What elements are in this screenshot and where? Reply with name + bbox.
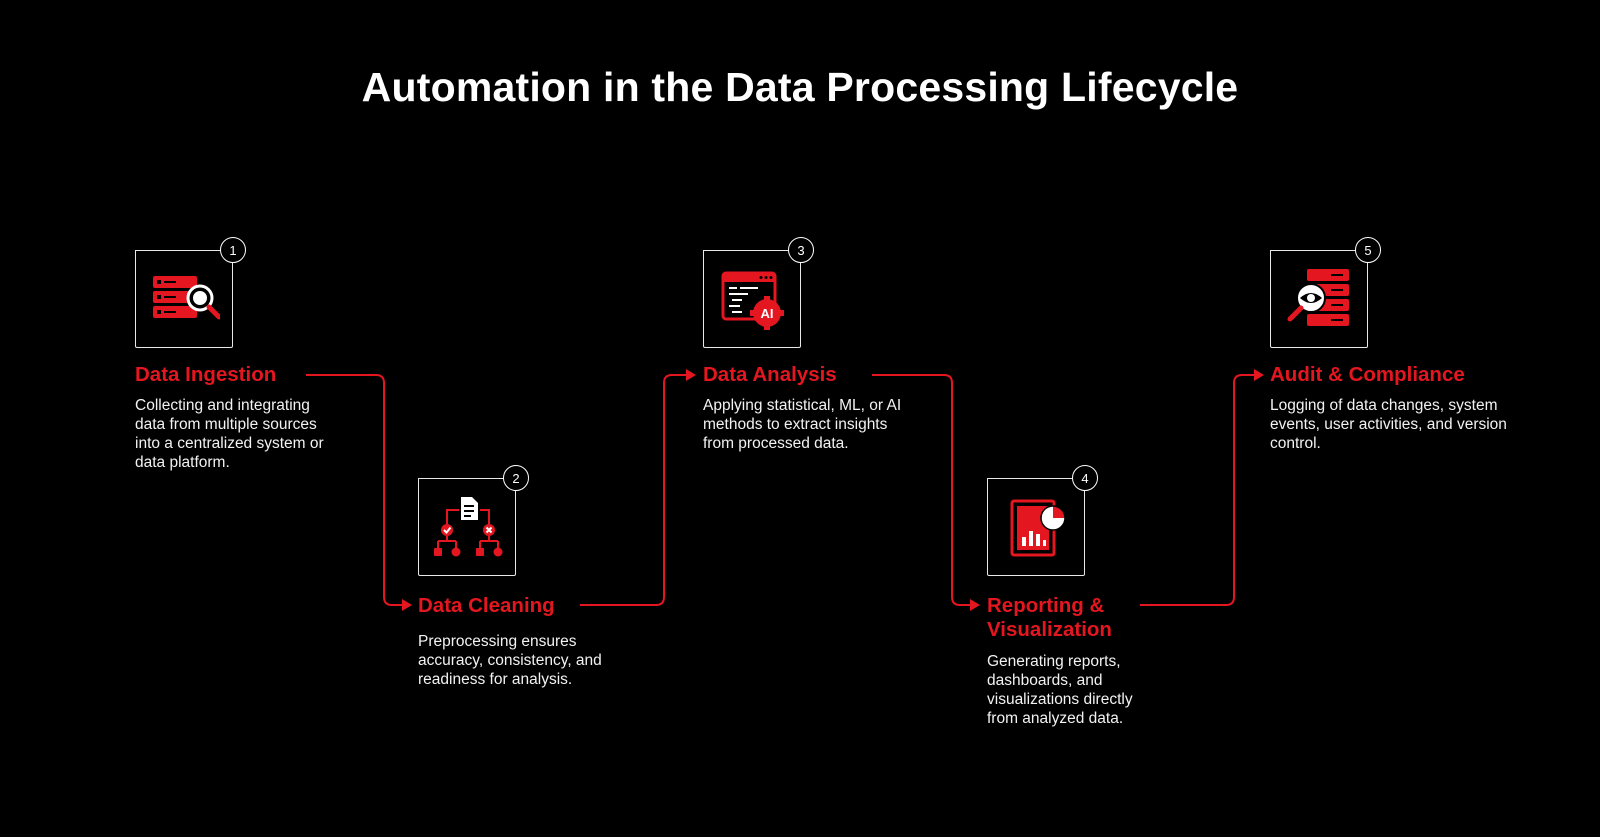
- step-2-badge: 2: [503, 465, 529, 491]
- arrowhead-3: [686, 369, 696, 381]
- step-2-description: Preprocessing ensures accuracy, consiste…: [418, 633, 602, 688]
- step-5-badge: 5: [1355, 237, 1381, 263]
- step-4-icon-box: 4: [987, 465, 1098, 576]
- step-1-description: Collecting and integrating data from mul…: [135, 397, 324, 471]
- step-1-icon-box: 1: [135, 237, 246, 348]
- step-2-title: Data Cleaning: [418, 594, 555, 617]
- arrowhead-4: [970, 599, 980, 611]
- step-5-icon-box: 5: [1270, 237, 1381, 348]
- svg-text:AI: AI: [761, 306, 774, 321]
- step-4-badge: 4: [1072, 465, 1098, 491]
- ai-code-window-icon: AI: [721, 271, 784, 330]
- step-3-icon-box: AI 3: [703, 237, 814, 348]
- step-5-description: Logging of data changes, system events, …: [1270, 397, 1507, 452]
- connector-2-3: [580, 374, 688, 606]
- step-3-title: Data Analysis: [703, 363, 837, 386]
- document-flow-icon: [434, 497, 503, 557]
- arrowhead-2: [402, 599, 412, 611]
- arrowhead-5: [1254, 369, 1264, 381]
- step-4-description: Generating reports, dashboards, and visu…: [987, 653, 1133, 727]
- database-search-icon: [153, 276, 220, 320]
- step-3-description: Applying statistical, ML, or AI methods …: [703, 397, 902, 452]
- report-chart-icon: [1010, 499, 1066, 557]
- step-1-badge: 1: [220, 237, 246, 263]
- step-1-title: Data Ingestion: [135, 363, 277, 386]
- step-5-title: Audit & Compliance: [1270, 363, 1465, 386]
- step-4-title: Reporting & Visualization: [987, 594, 1112, 641]
- server-eye-icon: [1287, 269, 1349, 326]
- step-2-icon-box: 2: [418, 465, 529, 576]
- connector-4-5: [1140, 374, 1258, 606]
- step-3-badge: 3: [788, 237, 814, 263]
- page-title: Automation in the Data Processing Lifecy…: [361, 64, 1239, 110]
